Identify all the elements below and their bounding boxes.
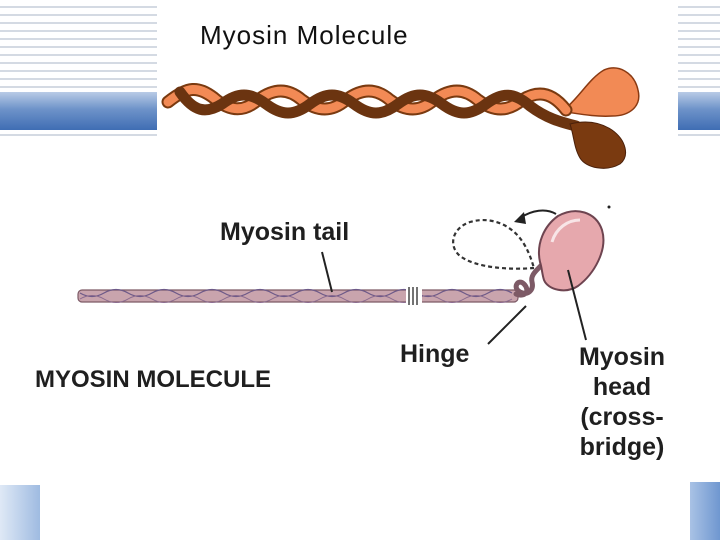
label-hinge: Hinge	[400, 340, 470, 368]
background-blue-band-left	[0, 92, 158, 130]
background-corner-left	[0, 485, 40, 540]
label-myosin-tail: Myosin tail	[220, 218, 350, 246]
top-dark-strand	[174, 86, 582, 132]
label-myosin-head-line-1: Myosin	[578, 343, 666, 371]
background-blue-band-right	[676, 92, 720, 130]
hinge-coil	[513, 259, 547, 298]
bottom-myosin-molecule	[77, 205, 611, 305]
head-alternate-position	[452, 218, 536, 270]
myosin-head	[538, 210, 605, 292]
top-light-head	[565, 67, 640, 117]
tail-break-marks	[406, 287, 422, 305]
hinge-leader-line	[487, 305, 527, 345]
top-dark-head	[569, 121, 627, 169]
label-myosin-head: Myosin head (cross- bridge)	[566, 342, 678, 462]
label-myosin-molecule: MYOSIN MOLECULE	[35, 366, 272, 393]
tail-leader-line	[321, 251, 333, 293]
label-myosin-head-line-2: head	[592, 373, 652, 401]
label-myosin-head-line-3: (cross-	[580, 403, 664, 431]
top-diagram-title: Myosin Molecule	[200, 20, 409, 50]
head-leader-line	[567, 269, 587, 341]
label-leader-lines	[321, 251, 587, 345]
label-myosin-head-line-4: bridge)	[579, 433, 665, 461]
top-myosin-strands	[161, 67, 640, 169]
background-corner-right	[690, 482, 720, 540]
head-movement-arrow	[519, 209, 557, 219]
tail-helix-pattern	[79, 288, 513, 298]
